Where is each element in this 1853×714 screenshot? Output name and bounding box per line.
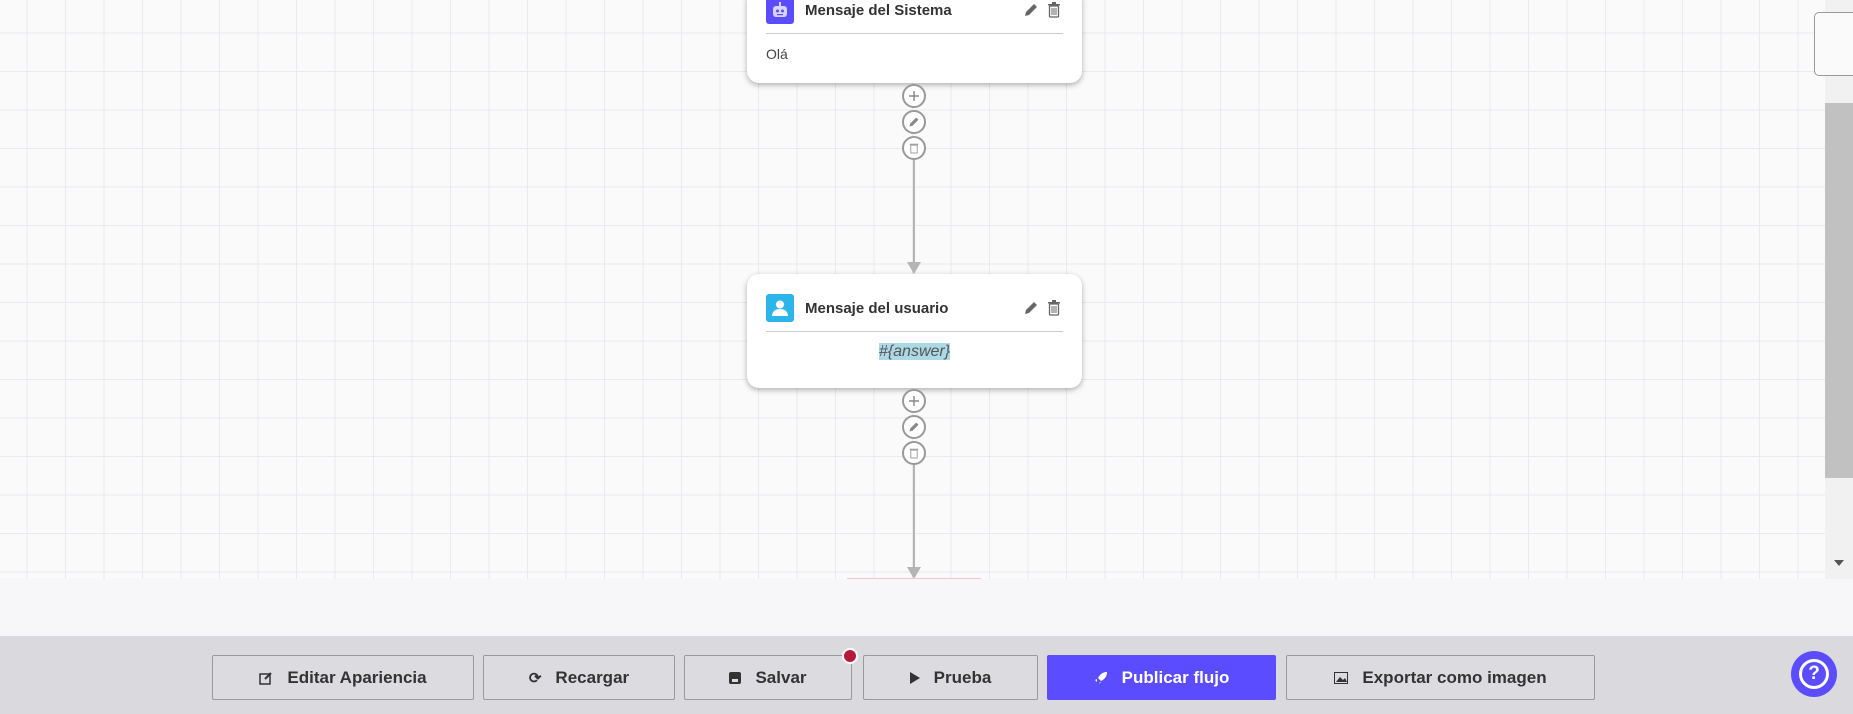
floppy-disk-icon bbox=[729, 671, 742, 684]
minimap-panel[interactable] bbox=[1814, 12, 1853, 76]
flow-canvas[interactable]: Mensaje del Sistema Olá Mensaje del usua… bbox=[0, 0, 1825, 579]
image-icon bbox=[1334, 671, 1349, 684]
node-title: Mensaje del Sistema bbox=[805, 1, 952, 19]
edit-icon bbox=[259, 671, 273, 685]
button-label: Publicar flujo bbox=[1121, 667, 1230, 687]
question-icon: ? bbox=[1799, 659, 1829, 689]
button-label: Exportar como imagen bbox=[1362, 667, 1547, 687]
trash-icon[interactable] bbox=[1045, 299, 1063, 317]
delete-connection-button[interactable] bbox=[902, 136, 926, 160]
button-label: Recargar bbox=[555, 667, 630, 687]
trash-icon[interactable] bbox=[1045, 1, 1063, 19]
scrollbar-thumb[interactable] bbox=[1825, 103, 1853, 478]
connector-arrow bbox=[907, 567, 921, 579]
bottom-toolbar: Editar Apariencia ⟳ Recargar Salvar Prue… bbox=[0, 636, 1853, 714]
button-label: Salvar bbox=[755, 667, 807, 687]
test-button[interactable]: Prueba bbox=[863, 655, 1038, 700]
node-body: Olá bbox=[766, 46, 788, 62]
publish-flow-button[interactable]: Publicar flujo bbox=[1047, 655, 1276, 700]
pencil-icon[interactable] bbox=[1022, 1, 1040, 19]
user-icon bbox=[766, 294, 794, 322]
button-label: Prueba bbox=[933, 667, 992, 687]
variable-placeholder: #{answer} bbox=[878, 343, 951, 360]
help-button[interactable]: ? bbox=[1791, 651, 1837, 697]
add-node-button[interactable] bbox=[902, 389, 926, 413]
pencil-icon[interactable] bbox=[1022, 299, 1040, 317]
save-button[interactable]: Salvar bbox=[684, 655, 852, 700]
play-icon bbox=[909, 671, 920, 684]
connector-arrow bbox=[907, 262, 921, 274]
reload-button[interactable]: ⟳ Recargar bbox=[483, 655, 675, 700]
edit-appearance-button[interactable]: Editar Apariencia bbox=[212, 655, 474, 700]
delete-connection-button[interactable] bbox=[902, 441, 926, 465]
scroll-down-arrow-icon[interactable] bbox=[1834, 560, 1844, 566]
node-title: Mensaje del usuario bbox=[805, 299, 949, 317]
button-label: Editar Apariencia bbox=[287, 667, 427, 687]
edit-connection-button[interactable] bbox=[902, 415, 926, 439]
next-node-edge bbox=[847, 578, 981, 579]
robot-icon bbox=[766, 0, 794, 24]
refresh-icon: ⟳ bbox=[528, 669, 542, 687]
node-system-message[interactable]: Mensaje del Sistema Olá bbox=[747, 0, 1082, 83]
unsaved-changes-indicator bbox=[842, 648, 858, 664]
connector-line bbox=[913, 465, 915, 567]
add-node-button[interactable] bbox=[902, 84, 926, 108]
export-image-button[interactable]: Exportar como imagen bbox=[1286, 655, 1595, 700]
edit-connection-button[interactable] bbox=[902, 110, 926, 134]
node-user-message[interactable]: Mensaje del usuario #{answer} bbox=[747, 274, 1082, 388]
rocket-icon bbox=[1094, 671, 1107, 684]
connector-line bbox=[913, 160, 915, 262]
